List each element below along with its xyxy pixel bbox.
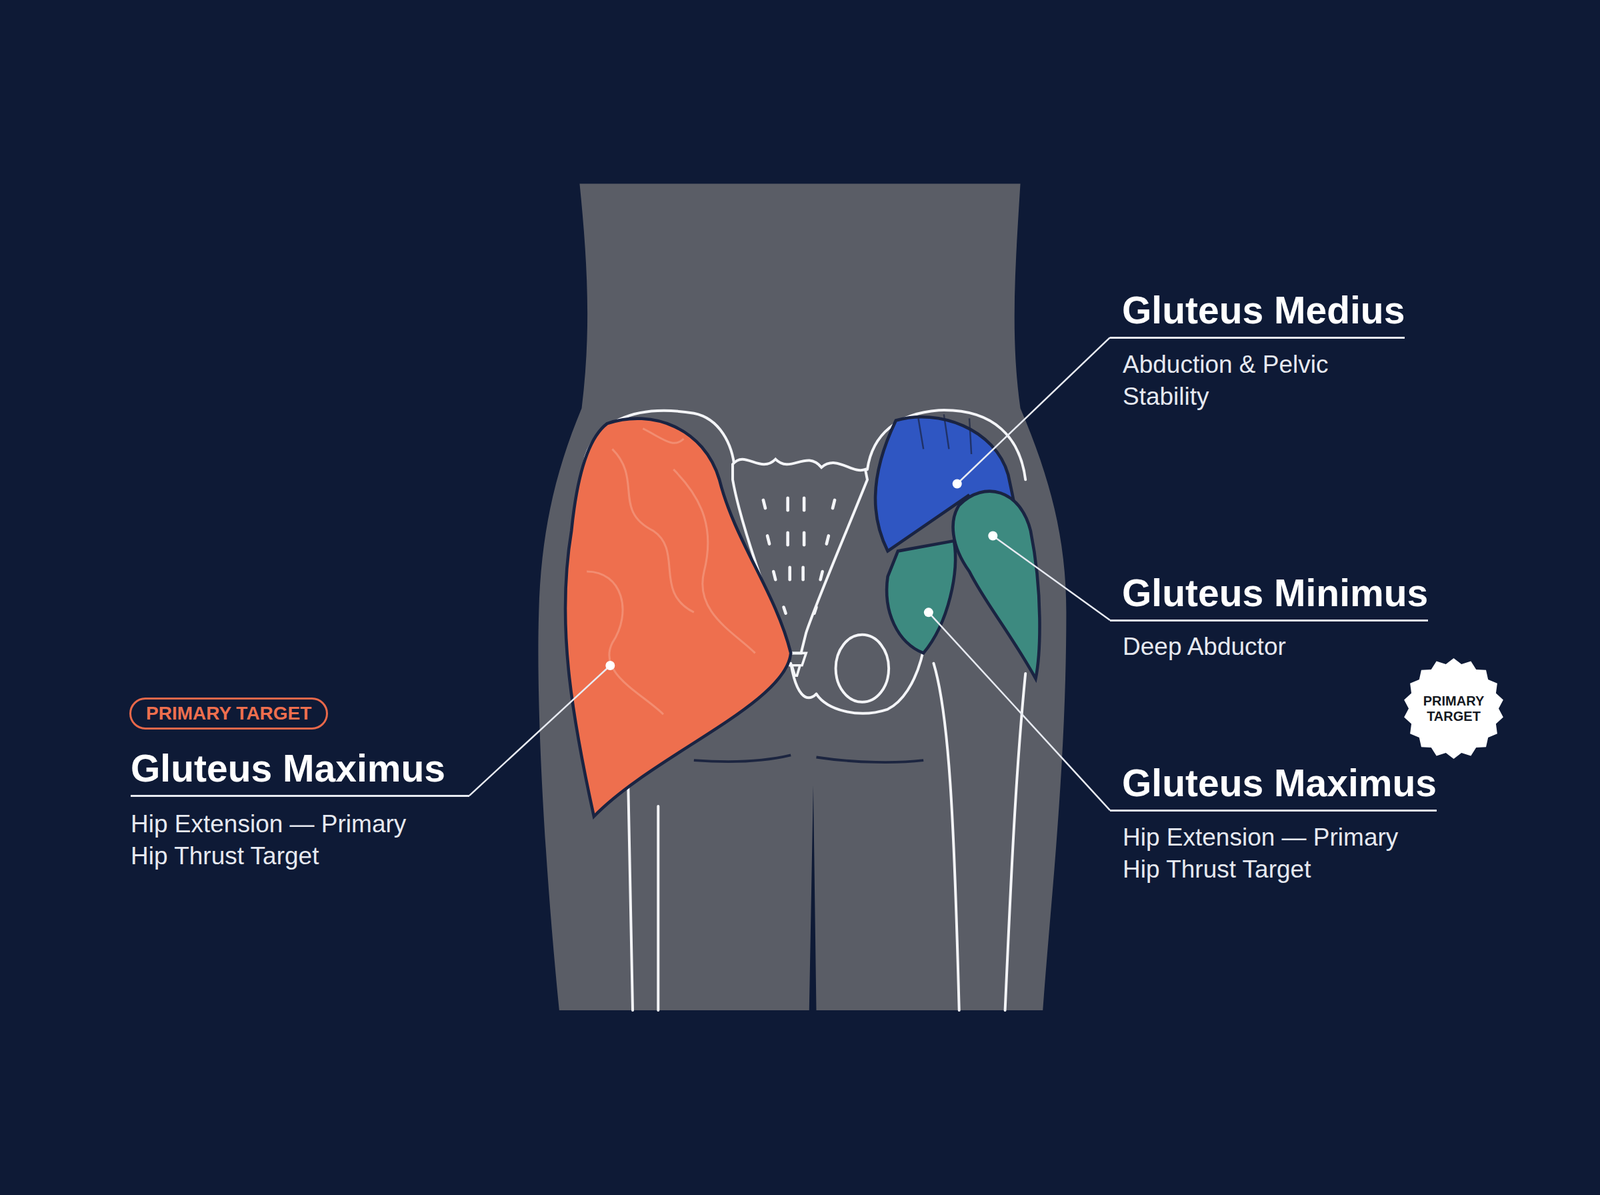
sacral-foramina [763,498,835,614]
badge-text: PRIMARY TARGET [1417,657,1490,760]
muscle-name: Gluteus Maximus [130,746,470,797]
muscle-texture [586,428,756,714]
leader-line [928,612,1110,810]
muscle-name: Gluteus Maximus [1110,761,1437,812]
target-badge: PRIMARY TARGET [1402,657,1505,760]
leader-dot [988,531,998,541]
body-silhouette [538,183,1066,1010]
starburst-outline [1404,658,1504,759]
gluteal-fold [694,754,924,762]
target-pill: PRIMARY TARGET [129,697,328,730]
muscle-name: Gluteus Medius [1110,288,1405,339]
muscle-function: Abduction & Pelvic Stability [1122,348,1390,413]
muscle-function: Hip Extension — Primary Hip Thrust Targe… [130,808,431,872]
leader-line [957,337,1110,484]
muscle-function: Hip Extension — Primary Hip Thrust Targe… [1122,821,1423,886]
muscle-function: Deep Abductor [1122,630,1390,663]
gluteus-minimus-right [953,491,1040,679]
muscle-fibres [918,414,972,454]
leader-line [469,665,610,796]
pill-text: PRIMARY TARGET [146,702,312,724]
gluteus-maximus-left [565,418,791,817]
gluteus-maximus-right [886,540,956,653]
leader-line [992,536,1110,620]
leader-dot [605,660,615,670]
leader-dot [924,607,934,617]
leader-dot [952,479,962,489]
muscle-name: Gluteus Minimus [1110,571,1428,622]
